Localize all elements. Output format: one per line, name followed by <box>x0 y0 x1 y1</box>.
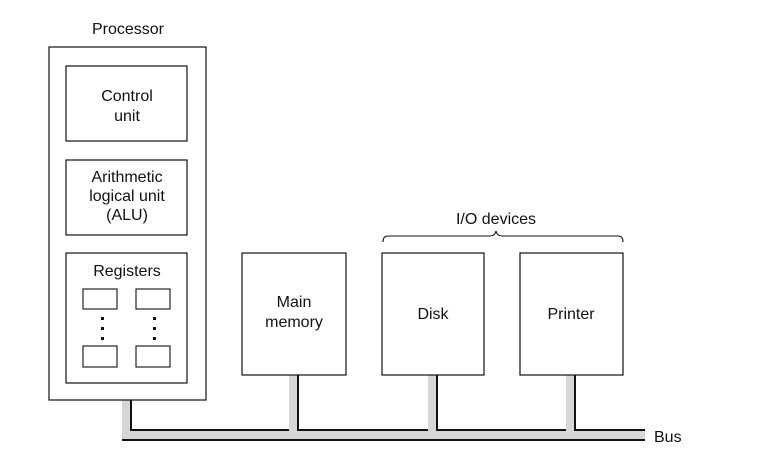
registers: Registers <box>65 252 188 384</box>
bus-edge-inner-3 <box>436 375 566 431</box>
main-memory-label-line2: memory <box>265 314 323 331</box>
disk-label: Disk <box>417 306 449 323</box>
control-unit-label-line2: unit <box>114 108 140 125</box>
registers-label: Registers <box>93 263 161 280</box>
main-memory-label-line1: Main <box>277 294 312 311</box>
ellipsis-dot <box>101 337 104 340</box>
ellipsis-dot <box>101 317 104 320</box>
io-brace <box>382 230 624 243</box>
bus: Bus <box>122 375 682 446</box>
bus-edge-inner-1 <box>130 400 289 431</box>
register-cell <box>135 288 171 310</box>
bus-trunk <box>122 430 645 439</box>
disk-box <box>381 252 485 376</box>
disk: Disk <box>381 252 485 376</box>
processor: Processor Control unit Arithmetic logica… <box>48 21 207 401</box>
bus-label: Bus <box>654 429 682 446</box>
alu-box <box>65 159 188 236</box>
main-memory: Main memory <box>241 252 347 376</box>
alu: Arithmetic logical unit (ALU) <box>65 159 188 236</box>
bus-drop-printer <box>566 375 575 431</box>
io-devices: I/O devices Disk Printer <box>381 211 624 376</box>
main-memory-box <box>241 252 347 376</box>
printer: Printer <box>519 252 624 376</box>
register-cell <box>82 345 118 368</box>
alu-label-line1: Arithmetic <box>91 169 162 186</box>
ellipsis-dot <box>153 327 156 330</box>
alu-label-line3: (ALU) <box>106 207 148 224</box>
bus-drop-memory <box>289 375 298 431</box>
bus-edge-inner-2 <box>297 375 428 431</box>
ellipsis-dot <box>153 317 156 320</box>
alu-label-line2: logical unit <box>89 188 165 205</box>
processor-label: Processor <box>92 21 165 38</box>
control-unit-box <box>65 65 188 142</box>
printer-label: Printer <box>547 306 595 323</box>
ellipsis-dot <box>153 337 156 340</box>
printer-box <box>519 252 624 376</box>
ellipsis-dot <box>101 327 104 330</box>
bus-drop-disk <box>428 375 437 431</box>
register-cell <box>135 345 171 368</box>
io-devices-label: I/O devices <box>456 211 536 228</box>
register-cell <box>82 288 118 310</box>
control-unit-label-line1: Control <box>101 88 153 105</box>
control-unit: Control unit <box>65 65 188 142</box>
bus-edge-inner-4 <box>574 375 645 431</box>
bus-drop-processor <box>122 400 131 439</box>
